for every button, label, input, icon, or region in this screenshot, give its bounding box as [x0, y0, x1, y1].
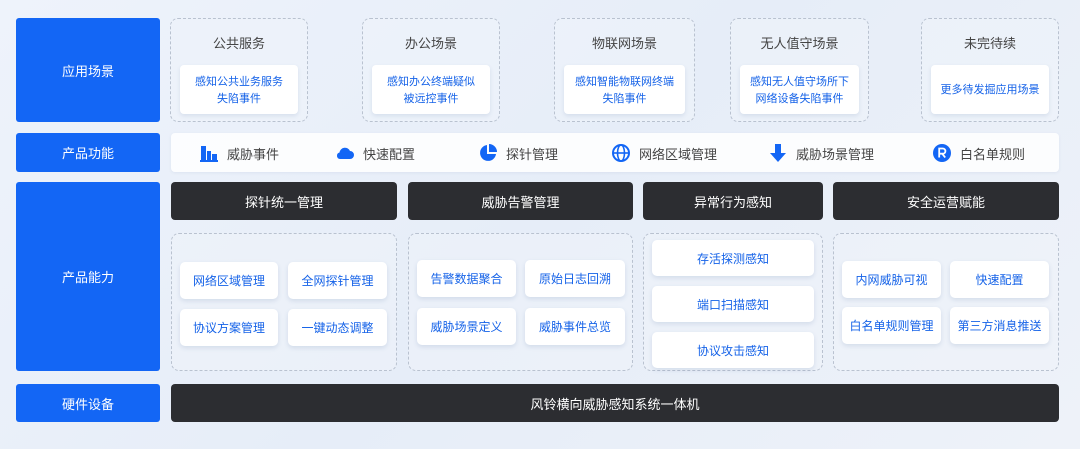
capability-item: 端口扫描感知 — [652, 286, 814, 322]
capability-item: 全网探针管理 — [288, 262, 387, 299]
r-circle-icon — [933, 144, 951, 162]
capability-group-probe: 网络区域管理 全网探针管理 协议方案管理 一键动态调整 — [171, 233, 397, 371]
functions-bar: 威胁事件 快速配置 探针管理 网络区域管理 威胁场景管理 白 — [171, 133, 1059, 172]
function-quick-config: 快速配置 — [335, 142, 415, 164]
capability-item: 快速配置 — [950, 261, 1049, 298]
capability-head-operations: 安全运营赋能 — [833, 182, 1059, 220]
arrow-down-icon — [770, 144, 786, 162]
function-label: 威胁事件 — [227, 147, 280, 163]
scenario-to-be-continued: 未完待续 更多待发掘应用场景 — [921, 18, 1059, 122]
capability-head-anomaly: 异常行为感知 — [643, 182, 823, 220]
function-threat-events: 威胁事件 — [199, 142, 279, 164]
capability-item: 一键动态调整 — [288, 309, 387, 346]
cloud-icon — [336, 147, 354, 159]
pie-chart-icon — [480, 144, 497, 161]
function-label: 威胁场景管理 — [796, 147, 875, 163]
row-label-hardware: 硬件设备 — [16, 384, 160, 422]
capability-head-alerts: 威胁告警管理 — [408, 182, 633, 220]
scenario-unattended: 无人值守场景 感知无人值守场所下 网络设备失陷事件 — [730, 18, 869, 122]
function-network-zone-management: 网络区域管理 — [611, 142, 717, 164]
scenario-card: 感知公共业务服务 失陷事件 — [180, 65, 298, 114]
scenario-iot: 物联网场景 感知智能物联网终端 失陷事件 — [554, 18, 695, 122]
capability-group-anomaly: 存活探测感知 端口扫描感知 协议攻击感知 — [643, 233, 823, 371]
scenario-title: 未完待续 — [963, 37, 1016, 52]
scenario-card: 更多待发掘应用场景 — [931, 65, 1049, 114]
capability-group-operations: 内网威胁可视 快速配置 白名单规则管理 第三方消息推送 — [833, 233, 1059, 371]
scenario-card: 感知无人值守场所下 网络设备失陷事件 — [740, 65, 859, 114]
capability-item: 网络区域管理 — [180, 262, 278, 299]
capability-item: 协议攻击感知 — [652, 332, 814, 368]
scenario-title: 无人值守场景 — [760, 37, 839, 52]
scenario-card: 感知智能物联网终端 失陷事件 — [564, 65, 685, 114]
function-label: 白名单规则 — [960, 147, 1026, 163]
function-label: 网络区域管理 — [639, 147, 718, 163]
scenario-card: 感知办公终端疑似 被远控事件 — [372, 65, 490, 114]
function-threat-scenario-management: 威胁场景管理 — [768, 142, 874, 164]
row-label-capabilities: 产品能力 — [16, 182, 160, 371]
capability-item: 内网威胁可视 — [842, 261, 941, 298]
scenario-public-service: 公共服务 感知公共业务服务 失陷事件 — [170, 18, 308, 122]
scenario-title: 办公场景 — [404, 37, 457, 52]
capability-item: 白名单规则管理 — [842, 307, 941, 344]
function-probe-management: 探针管理 — [478, 142, 558, 164]
scenario-title: 物联网场景 — [591, 37, 657, 52]
capability-item: 第三方消息推送 — [950, 307, 1049, 344]
function-label: 快速配置 — [363, 147, 416, 163]
capability-item: 存活探测感知 — [652, 240, 814, 276]
capability-item: 原始日志回溯 — [525, 260, 625, 297]
function-label: 探针管理 — [506, 147, 559, 163]
hardware-bar: 风铃横向威胁感知系统一体机 — [171, 384, 1059, 422]
capability-item: 威胁场景定义 — [417, 308, 516, 345]
building-chart-icon — [200, 146, 218, 162]
function-whitelist-rules: 白名单规则 — [932, 142, 1025, 164]
capability-group-alerts: 告警数据聚合 原始日志回溯 威胁场景定义 威胁事件总览 — [408, 233, 633, 371]
row-label-scenarios: 应用场景 — [16, 18, 160, 122]
scenario-title: 公共服务 — [212, 37, 265, 52]
scenario-office: 办公场景 感知办公终端疑似 被远控事件 — [362, 18, 500, 122]
capability-item: 告警数据聚合 — [417, 260, 516, 297]
row-label-functions: 产品功能 — [16, 133, 160, 172]
capability-item: 威胁事件总览 — [525, 308, 625, 345]
capability-item: 协议方案管理 — [180, 309, 278, 346]
globe-icon — [612, 144, 630, 162]
capability-head-probe: 探针统一管理 — [171, 182, 397, 220]
